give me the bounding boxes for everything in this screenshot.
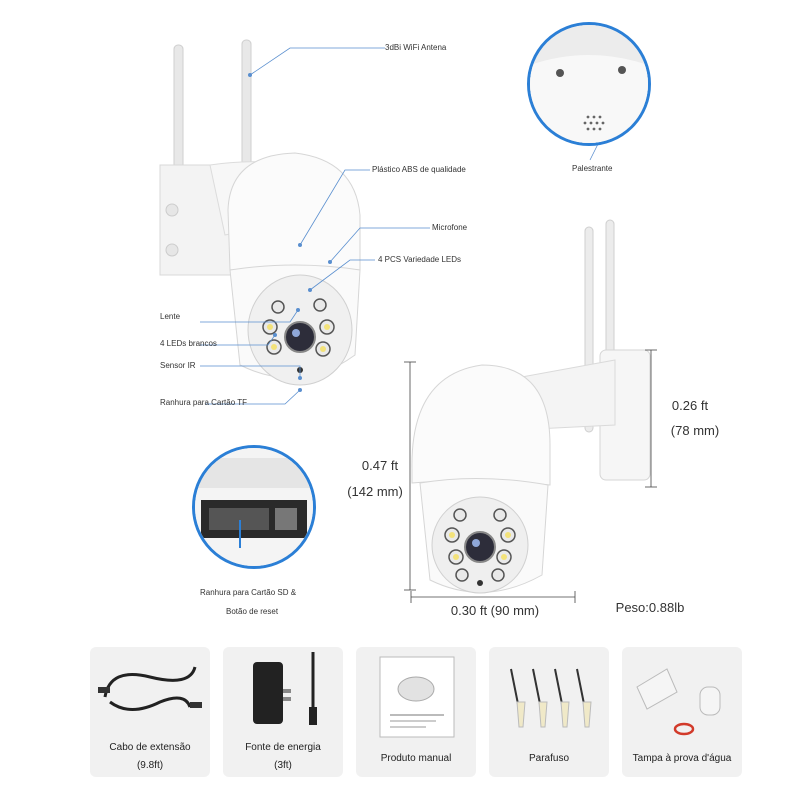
accessory-sublabel: (3ft) xyxy=(274,760,292,771)
sd-slot-illustration xyxy=(195,448,313,566)
label-white-leds: 4 LEDs brancos xyxy=(160,339,217,348)
label-tf-slot: Ranhura para Cartão TF xyxy=(160,398,248,407)
accessory-card-waterproof-cap: Tampa à prova d'água xyxy=(622,647,742,777)
accessory-card-cable: Cabo de extensão (9.8ft) xyxy=(90,647,210,777)
accessory-card-power: Fonte de energia (3ft) xyxy=(223,647,343,777)
accessory-sublabel: (9.8ft) xyxy=(136,760,164,771)
accessory-label: Parafuso xyxy=(528,753,570,764)
label-ir-sensor: Sensor IR xyxy=(160,361,196,370)
screw-icon xyxy=(510,668,592,728)
label-sd-slot-2: Botão de reset xyxy=(226,607,279,616)
label-sd-slot-1: Ranhura para Cartão SD & xyxy=(200,588,297,597)
weight: Peso:0.88lb xyxy=(615,600,685,615)
left-callout-lines xyxy=(200,47,601,405)
height-mm: (142 mm) xyxy=(347,484,403,499)
label-speaker: Palestrante xyxy=(572,164,613,173)
accessory-label: Fonte de energia xyxy=(245,742,321,753)
accessory-label: Cabo de extensão xyxy=(109,742,191,753)
accessory-label: Tampa à prova d'água xyxy=(632,753,732,764)
dimension-lines xyxy=(404,349,657,603)
power-adapter-icon xyxy=(253,652,317,725)
mount-mm: (78 mm) xyxy=(670,423,720,438)
cable-icon xyxy=(98,666,202,711)
accessory-card-manual: Produto manual xyxy=(356,647,476,777)
manual-icon xyxy=(379,656,455,738)
speaker-closeup xyxy=(527,22,651,146)
label-leds: 4 PCS Variedade LEDs xyxy=(378,255,462,264)
height-ft: 0.47 ft xyxy=(361,458,399,473)
accessory-card-screws: Parafuso xyxy=(489,647,609,777)
waterproof-cap-icon xyxy=(636,668,721,736)
sd-slot-closeup xyxy=(192,445,316,569)
mount-ft: 0.26 ft xyxy=(671,398,709,413)
width-dim: 0.30 ft (90 mm) xyxy=(450,603,540,618)
accessory-label: Produto manual xyxy=(380,753,452,764)
label-antenna: 3dBi WiFi Antena xyxy=(385,43,447,52)
label-microphone: Microfone xyxy=(432,223,468,232)
camera-front-illustration xyxy=(159,39,361,386)
label-plastic: Plástico ABS de qualidade xyxy=(372,165,466,174)
label-lens: Lente xyxy=(160,312,181,321)
camera-dimension-illustration xyxy=(411,219,651,594)
speaker-illustration xyxy=(530,25,648,143)
